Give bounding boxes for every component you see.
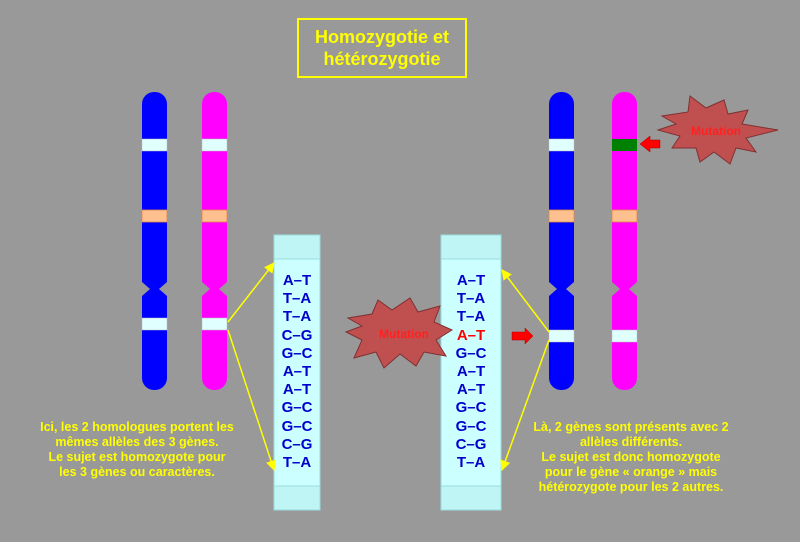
base-pair: A–T bbox=[282, 381, 312, 399]
caption-right-line: allèles différents. bbox=[579, 435, 683, 449]
base-pair: G–C bbox=[281, 417, 313, 435]
dna-strip-left bbox=[273, 234, 321, 511]
title-line-1: Homozygotie et bbox=[314, 27, 449, 47]
arrow-right-up bbox=[501, 269, 550, 333]
caption-right-line: Le sujet est donc homozygote bbox=[541, 450, 721, 464]
title-line-2: hétérozygotie bbox=[323, 49, 441, 69]
dna-strip-left-top-cap bbox=[273, 234, 321, 260]
caption-left-line: Le sujet est homozygote pour bbox=[48, 450, 226, 464]
red-arrow-sequence bbox=[511, 327, 534, 345]
mutation-star-center bbox=[344, 297, 454, 369]
gene-band-1 bbox=[548, 138, 575, 152]
gene-band-orange bbox=[548, 209, 575, 223]
gene-band-3 bbox=[201, 317, 228, 331]
gene-band-1 bbox=[141, 138, 168, 152]
caption-left-line: Ici, les 2 homologues portent les bbox=[40, 420, 234, 434]
gene-band-orange bbox=[611, 209, 638, 223]
caption-left-line: mêmes allèles des 3 gènes. bbox=[55, 435, 219, 449]
base-pair: C–G bbox=[455, 435, 487, 453]
dna-strip-right-bottom-cap bbox=[440, 485, 502, 511]
base-pair: C–G bbox=[281, 435, 313, 453]
chromosome-left-magenta bbox=[201, 92, 228, 390]
arrow-left-down bbox=[227, 329, 277, 471]
gene-band-3 bbox=[141, 317, 168, 331]
gene-band-3 bbox=[611, 329, 638, 343]
dna-strip-right-top-cap bbox=[440, 234, 502, 260]
base-pair: T–A bbox=[282, 308, 312, 326]
base-pair: T–A bbox=[282, 290, 312, 308]
caption-right-line: Là, 2 gènes sont présents avec 2 bbox=[533, 420, 729, 434]
arrow-left-up bbox=[227, 262, 275, 323]
mutation-star-top bbox=[656, 95, 779, 165]
base-pair: A–T bbox=[456, 326, 486, 344]
arrow-right-down bbox=[500, 339, 550, 471]
base-pair: A–T bbox=[282, 363, 312, 381]
base-pair: G–C bbox=[455, 344, 487, 362]
dna-strip-right bbox=[440, 234, 502, 511]
caption-right: Là, 2 gènes sont présents avec 2 allèles… bbox=[516, 420, 746, 495]
gene-band-1 bbox=[201, 138, 228, 152]
gene-band-orange bbox=[141, 209, 168, 223]
caption-right-line: pour le gène « orange » mais bbox=[544, 465, 718, 479]
base-pair: C–G bbox=[281, 326, 313, 344]
base-pair: A–T bbox=[456, 272, 486, 289]
dna-strip-left-bottom-cap bbox=[273, 485, 321, 511]
base-pair: A–T bbox=[456, 363, 486, 381]
chromosome-left-blue bbox=[141, 92, 168, 390]
base-pair: G–C bbox=[455, 399, 487, 417]
base-pair: T–A bbox=[282, 454, 312, 472]
mutation-label-top: Mutation bbox=[691, 124, 741, 138]
base-pair: A–T bbox=[282, 272, 312, 289]
caption-left-line: les 3 gènes ou caractères. bbox=[59, 465, 215, 479]
base-pair: T–A bbox=[456, 454, 486, 472]
title-box: Homozygotie et hétérozygotie bbox=[297, 18, 467, 78]
gene-band-mutant bbox=[612, 139, 637, 151]
base-pair: G–C bbox=[281, 344, 313, 362]
chromosome-right-magenta bbox=[611, 92, 638, 390]
base-pair: T–A bbox=[456, 290, 486, 308]
base-pair: G–C bbox=[455, 417, 487, 435]
gene-band-orange bbox=[201, 209, 228, 223]
mutation-label-center: Mutation bbox=[379, 327, 429, 341]
red-arrow-band bbox=[639, 135, 661, 153]
caption-right-line: hétérozygote pour les 2 autres. bbox=[538, 480, 724, 494]
base-pair: G–C bbox=[281, 399, 313, 417]
base-pair: A–T bbox=[456, 381, 486, 399]
chromosome-right-blue bbox=[548, 92, 575, 390]
gene-band-3 bbox=[548, 329, 575, 343]
caption-left: Ici, les 2 homologues portent les mêmes … bbox=[22, 420, 252, 480]
base-pair: T–A bbox=[456, 308, 486, 326]
